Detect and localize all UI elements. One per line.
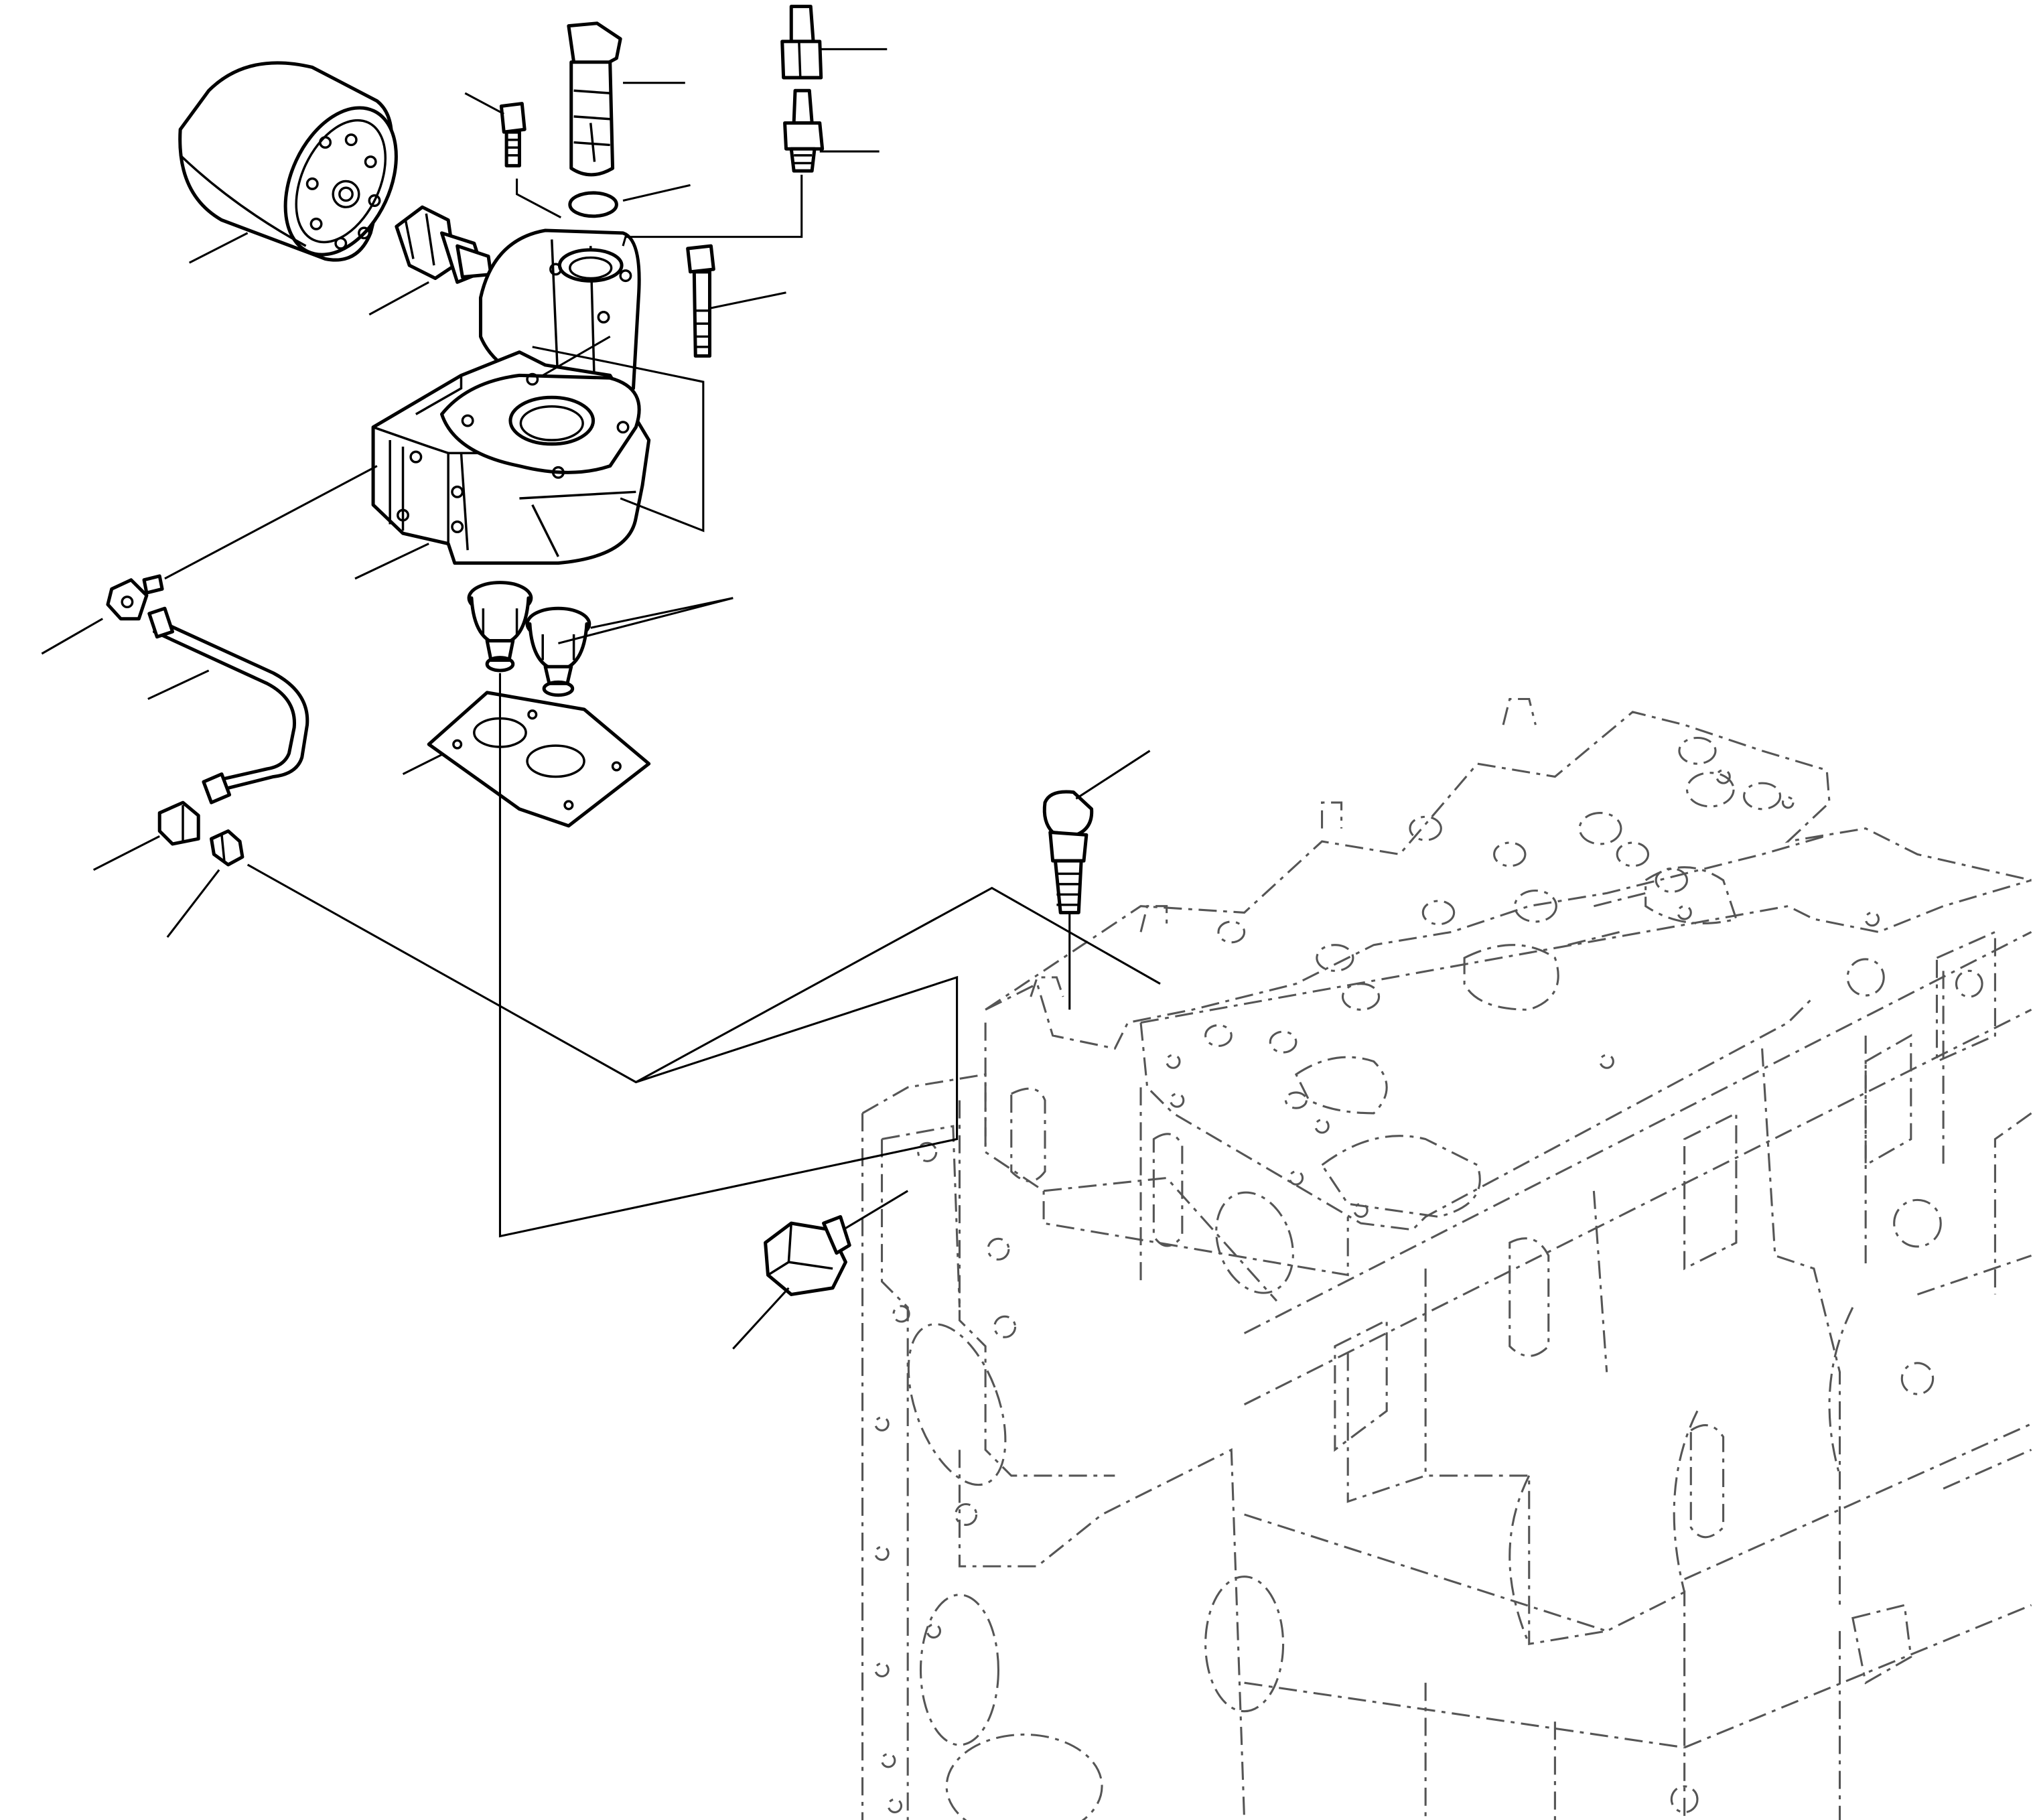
o-ring: [568, 191, 618, 218]
temperature-sensor: [1042, 790, 1094, 914]
oil-filter: [178, 61, 398, 262]
long-bolt: [686, 244, 715, 358]
housing-gasket: [427, 691, 651, 828]
thermostat-right: [525, 606, 591, 697]
short-bolt: [499, 102, 527, 167]
elbow-fitting: [106, 574, 164, 621]
hex-adapter: [780, 5, 823, 80]
dipstick-tube-plug: [567, 21, 622, 177]
pressure-sender: [783, 88, 825, 173]
pipe-nut: [157, 800, 200, 846]
hex-plug: [764, 1214, 851, 1296]
filter-adapter-nipple: [395, 205, 493, 284]
oil-pipe: [147, 606, 309, 804]
engine-block: [861, 697, 2032, 1820]
leader-lines: [41, 48, 1161, 1350]
pipe-union: [210, 829, 244, 867]
thermostat-left: [467, 581, 533, 673]
filter-housing: [371, 350, 651, 565]
